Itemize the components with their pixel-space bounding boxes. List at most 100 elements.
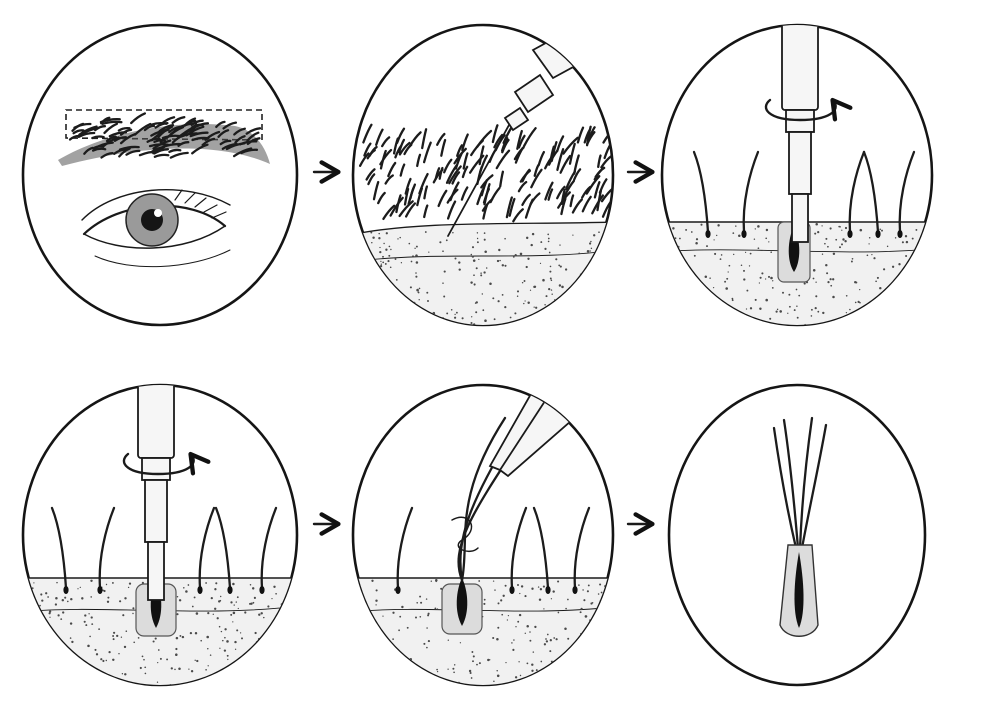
hair-stroke — [521, 168, 531, 183]
skin-dot — [419, 595, 422, 598]
skin-dot — [461, 317, 464, 320]
hair-stroke — [512, 208, 524, 223]
skin-dot — [523, 280, 526, 282]
skin-dot — [23, 613, 26, 615]
skin-dot — [482, 309, 485, 312]
skin-dot — [558, 284, 562, 287]
skin-dot — [664, 302, 667, 305]
skin-dot — [427, 300, 429, 302]
scalp-hair — [848, 150, 866, 234]
skin-dot — [591, 284, 594, 287]
hair-stroke — [191, 143, 209, 155]
skin-dot — [483, 232, 486, 234]
skin-dot — [825, 263, 828, 267]
skin-dot — [850, 260, 853, 263]
skin-dot — [74, 680, 77, 683]
hair-stroke — [581, 195, 592, 213]
hair-bulb — [572, 586, 578, 594]
skin-dot — [525, 265, 528, 269]
skin-dot — [45, 592, 48, 595]
skin-dot — [380, 265, 383, 268]
skin-dot — [691, 324, 694, 325]
scalp-hairs — [50, 506, 278, 594]
skin-dot — [370, 231, 373, 234]
hair-stroke — [517, 180, 528, 193]
skin-dot — [543, 643, 547, 646]
skin-dot — [232, 611, 236, 615]
skin-dot — [415, 275, 418, 278]
skin-dot — [374, 282, 377, 284]
hair-stroke — [593, 181, 601, 199]
skin-dot — [376, 302, 379, 305]
hair-stroke — [537, 150, 546, 167]
skin-dot — [835, 238, 838, 241]
skin-dot — [732, 253, 735, 256]
skin-dot — [583, 599, 586, 602]
skin-dot — [497, 602, 500, 605]
skin-dot — [423, 322, 426, 325]
skin-dot — [415, 254, 418, 257]
skin-dot — [57, 686, 58, 687]
skin-dot — [191, 605, 194, 608]
skin-dot — [453, 316, 457, 319]
skin-dot — [398, 629, 400, 632]
skin-dot — [159, 657, 162, 660]
skin-dot — [418, 299, 420, 301]
skin-dot — [71, 640, 74, 644]
hair-stroke — [601, 200, 613, 218]
skin-dot — [472, 655, 475, 658]
skin-dot — [557, 580, 560, 583]
skin-dot — [468, 669, 472, 673]
skin-dot — [260, 612, 263, 615]
skin-dot — [426, 291, 429, 294]
hair-stroke — [598, 178, 608, 194]
skin-dot — [35, 686, 36, 687]
skin-dot — [473, 274, 475, 277]
skin-dot — [400, 294, 403, 297]
skin-dot — [604, 613, 607, 617]
skin-dot — [922, 326, 924, 328]
skin-dot — [733, 312, 736, 315]
hair-stroke — [505, 196, 513, 219]
skin-dot — [416, 288, 419, 292]
skin-dot — [436, 668, 438, 671]
skin-dot — [935, 253, 938, 256]
hair-stroke — [397, 138, 406, 154]
skin-dot — [810, 315, 813, 317]
hair-stroke — [460, 186, 469, 201]
skin-dot — [549, 639, 552, 642]
skin-dot — [367, 619, 370, 621]
skin-dot — [27, 624, 30, 627]
skin-dot — [424, 231, 427, 233]
hair-stroke — [153, 139, 167, 144]
skin-dot — [883, 268, 886, 271]
skin-dot — [237, 607, 239, 610]
hair-stroke — [72, 129, 85, 135]
hair-stroke — [524, 198, 534, 219]
skin-dot — [375, 589, 378, 592]
skin-dot — [234, 648, 237, 650]
hair-stroke — [367, 173, 376, 186]
skin-dot — [838, 225, 841, 228]
skin-dot — [374, 649, 377, 653]
skin-dot — [273, 585, 276, 588]
hair-stroke — [78, 125, 98, 136]
skin-dot — [375, 288, 378, 291]
hair-stroke — [517, 134, 526, 149]
skin-dot — [759, 307, 762, 310]
skin-dot — [252, 601, 255, 604]
skin-dot — [378, 232, 380, 235]
skin-dot — [901, 241, 904, 244]
skin-dot — [586, 250, 590, 253]
skin-dot — [815, 295, 818, 298]
skin-dot — [112, 635, 115, 637]
hair-stroke — [204, 130, 221, 141]
skin-dot — [88, 613, 90, 615]
skin-dot — [682, 289, 686, 292]
skin-dot — [183, 587, 185, 589]
skin-dot — [870, 323, 873, 325]
skin-dot — [139, 666, 142, 670]
skin-dot — [188, 668, 190, 670]
skin-dot — [827, 281, 830, 284]
skin-dot — [584, 615, 588, 618]
